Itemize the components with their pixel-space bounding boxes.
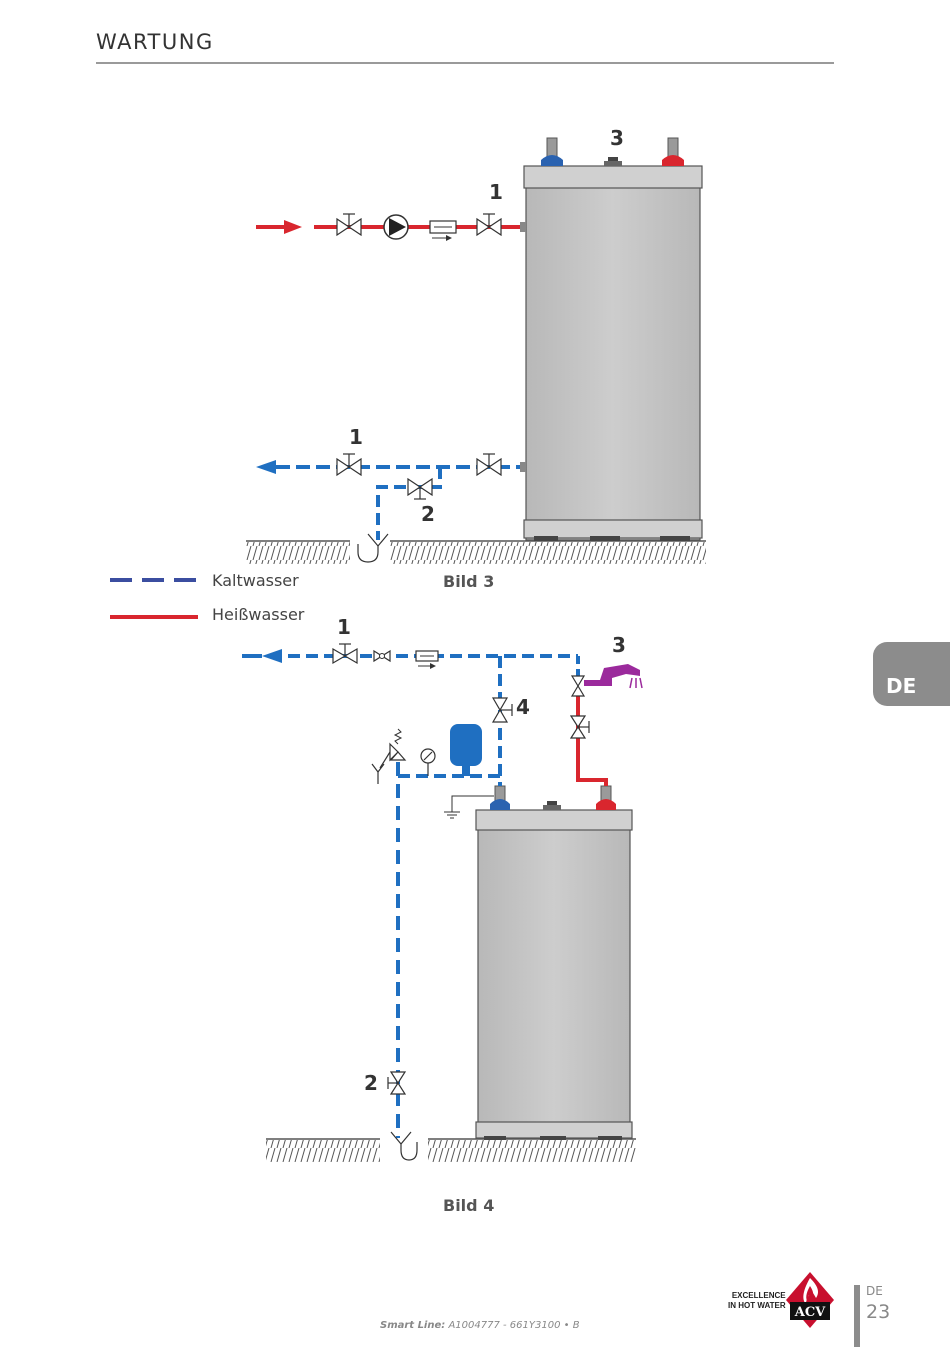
drain-valve-icon xyxy=(407,477,433,500)
bypass-valve-icon xyxy=(491,697,513,723)
shutoff-valve-icon xyxy=(332,643,358,665)
shutoff-valve-icon xyxy=(476,213,502,237)
figure-3: 3 1 1 2 xyxy=(246,126,706,564)
ground-icon xyxy=(444,795,494,819)
label-1: 1 xyxy=(337,615,351,639)
brand-tagline: EXCELLENCE IN HOT WATER xyxy=(728,1291,786,1311)
legend-hot-label: Heißwasser xyxy=(212,605,305,624)
document-reference: Smart Line: A1004777 - 661Y3100 • B xyxy=(380,1320,580,1331)
label-3: 3 xyxy=(610,126,624,150)
document-code: A1004777 - 661Y3100 • B xyxy=(448,1320,580,1331)
flow-meter-icon xyxy=(429,220,457,241)
legend xyxy=(110,578,198,619)
title-divider xyxy=(96,62,834,64)
page-title: WARTUNG xyxy=(96,30,214,54)
acv-logo-icon: ACV xyxy=(786,1272,834,1328)
figure-4: 1 3 4 2 xyxy=(242,615,643,1162)
shutoff-valve-icon xyxy=(336,213,362,237)
language-tab[interactable]: DE xyxy=(873,642,950,706)
hot-water-line-bild3 xyxy=(256,213,520,241)
page-marker-bar xyxy=(854,1285,860,1347)
language-tab-label: DE xyxy=(886,674,917,698)
safety-valve-icon xyxy=(371,728,407,784)
label-1: 1 xyxy=(489,180,503,204)
brand-name: ACV xyxy=(794,1305,826,1320)
label-2: 2 xyxy=(421,502,435,526)
label-2: 2 xyxy=(364,1071,378,1095)
pressure-gauge-icon xyxy=(420,748,436,776)
label-1: 1 xyxy=(349,425,363,449)
product-name: Smart Line: xyxy=(380,1320,446,1331)
circulation-pump-icon xyxy=(383,214,409,240)
drain-valve-icon xyxy=(387,1071,407,1095)
cold-water-line-bild3 xyxy=(256,453,520,563)
shutoff-valve-icon xyxy=(476,453,502,477)
drain-funnel-icon xyxy=(390,1131,418,1161)
figure-4-caption: Bild 4 xyxy=(443,1196,495,1215)
floor-bild4 xyxy=(266,1138,636,1162)
tap-valve-icon xyxy=(570,675,586,697)
faucet-icon xyxy=(584,664,643,689)
label-4: 4 xyxy=(516,695,530,719)
floor-bild3 xyxy=(246,540,706,564)
tagline-line-2: IN HOT WATER xyxy=(728,1301,786,1310)
tagline-line-1: EXCELLENCE xyxy=(731,1291,786,1300)
label-3: 3 xyxy=(612,633,626,657)
drain-funnel-icon xyxy=(357,533,389,563)
shutoff-valve-icon xyxy=(336,453,362,477)
boiler-tank-bild3 xyxy=(520,137,703,541)
check-valve-icon xyxy=(373,649,391,663)
page-language: DE xyxy=(866,1284,883,1298)
flow-meter-icon xyxy=(415,650,439,669)
shutoff-valve-icon xyxy=(569,715,590,739)
figure-3-caption: Bild 3 xyxy=(443,572,495,591)
expansion-vessel-icon xyxy=(450,724,482,776)
boiler-tank-bild4 xyxy=(475,785,633,1140)
hot-water-line-bild4 xyxy=(576,692,608,786)
legend-cold-label: Kaltwasser xyxy=(212,571,299,590)
page-number: 23 xyxy=(866,1301,891,1323)
